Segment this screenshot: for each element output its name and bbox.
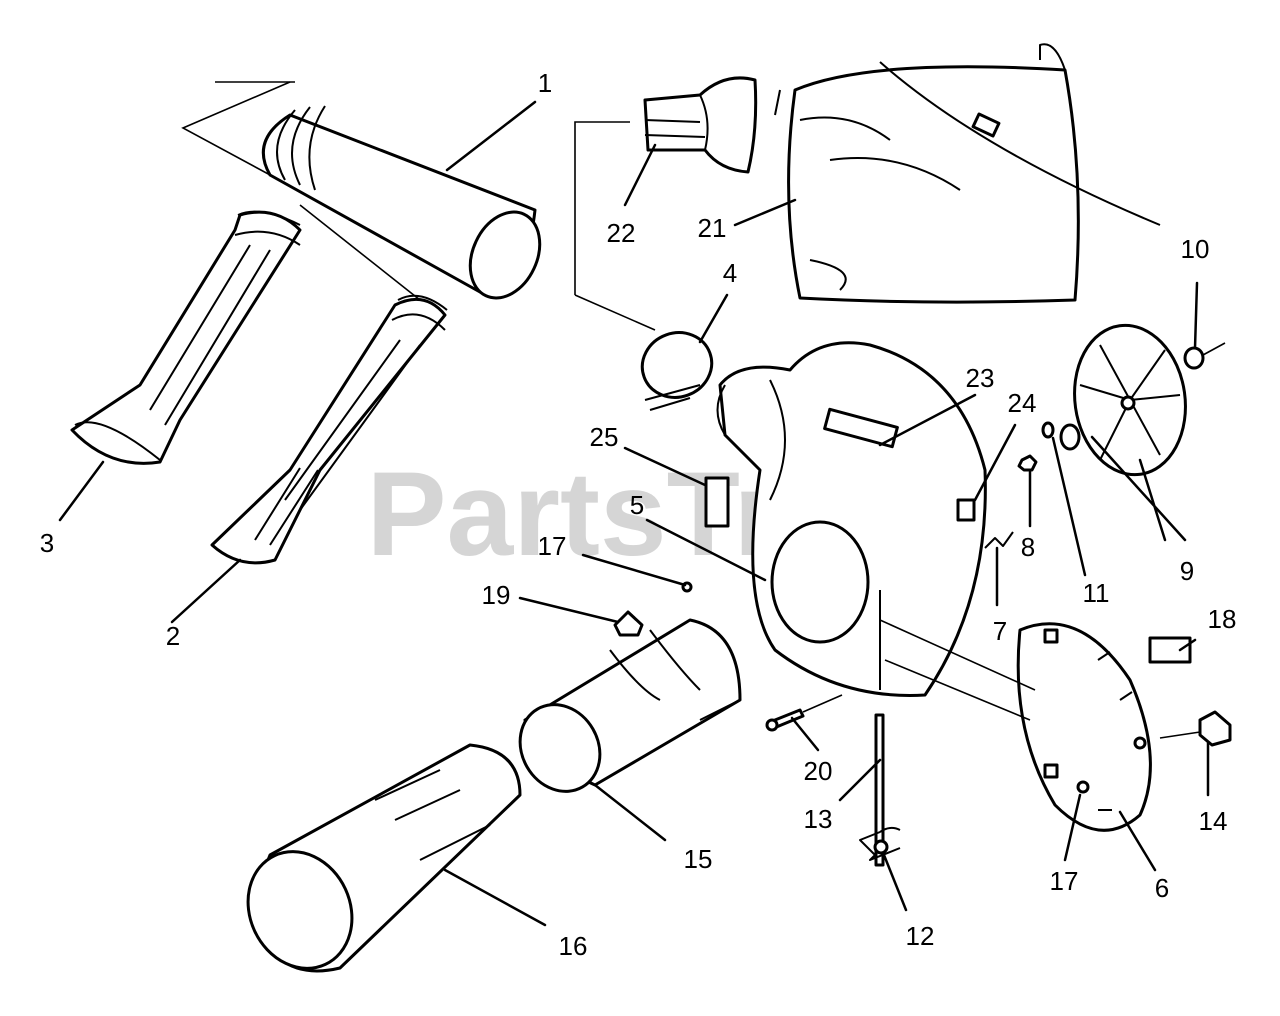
part-label-18[interactable] [1148, 636, 1192, 664]
callout-19: 19 [482, 580, 511, 610]
part-washer-10[interactable] [1183, 342, 1226, 370]
part-hose-clamp[interactable] [633, 323, 721, 411]
part-washer-11[interactable] [1041, 421, 1081, 451]
part-vacuum-bag[interactable] [774, 43, 1161, 304]
part-pin[interactable] [874, 713, 885, 867]
callout-4: 4 [723, 258, 737, 288]
part-blower-housing[interactable] [704, 341, 987, 697]
callout-1: 1 [538, 68, 552, 98]
part-vacuum-tube[interactable] [505, 618, 742, 806]
callout-23: 23 [966, 363, 995, 393]
callout-5: 5 [630, 490, 644, 520]
part-cover-plate[interactable] [879, 619, 1152, 832]
callout-18: 18 [1208, 604, 1237, 634]
callout-25: 25 [590, 422, 619, 452]
callout-17-top: 17 [538, 531, 567, 561]
callout-14: 14 [1199, 806, 1228, 836]
part-vacuum-nozzle[interactable] [229, 743, 522, 986]
callout-15: 15 [684, 844, 713, 874]
callout-22: 22 [607, 218, 636, 248]
callout-24: 24 [1008, 388, 1037, 418]
callout-3: 3 [40, 528, 54, 558]
callout-20: 20 [804, 756, 833, 786]
callout-8: 8 [1021, 532, 1035, 562]
part-nut[interactable] [1017, 454, 1038, 472]
callout-7: 7 [993, 616, 1007, 646]
part-blower-tube[interactable] [181, 81, 553, 309]
callout-16: 16 [559, 931, 588, 961]
part-flat-nozzle[interactable] [70, 210, 302, 465]
callout-9: 9 [1180, 556, 1194, 586]
part-bag-adapter[interactable] [574, 76, 758, 331]
part-impeller-fan[interactable] [1065, 318, 1195, 482]
leader-lines [58, 100, 1210, 927]
callout-6: 6 [1155, 873, 1169, 903]
part-screw[interactable] [765, 694, 843, 732]
part-knob[interactable] [1159, 710, 1232, 747]
callout-10: 10 [1181, 234, 1210, 264]
callout-labels: 1 2 3 4 5 6 7 8 9 10 11 12 13 14 15 16 1… [40, 68, 1237, 961]
callout-2: 2 [166, 621, 180, 651]
callout-21: 21 [698, 213, 727, 243]
callout-12: 12 [906, 921, 935, 951]
callout-13: 13 [804, 804, 833, 834]
callout-11: 11 [1083, 578, 1110, 608]
part-spring[interactable] [859, 826, 901, 861]
part-round-nozzle[interactable] [210, 204, 448, 565]
callout-17-bottom: 17 [1050, 866, 1079, 896]
part-spring-clip[interactable] [984, 531, 1014, 549]
part-latch[interactable] [613, 610, 644, 637]
